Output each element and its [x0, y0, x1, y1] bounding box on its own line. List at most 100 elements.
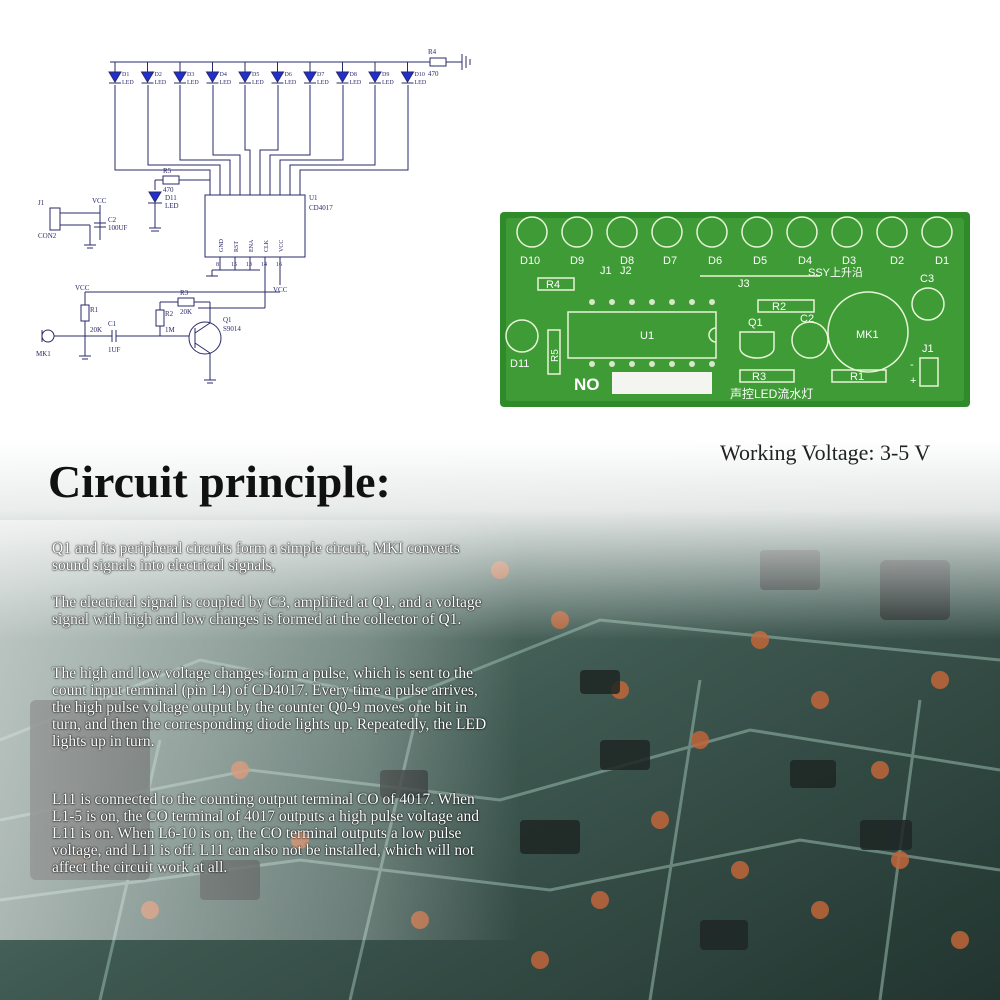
- pcb-r2: R2: [772, 301, 786, 313]
- pcb-d1: D1: [935, 255, 949, 267]
- paragraph-1: Q1 and its peripheral circuits form a si…: [52, 540, 460, 574]
- ic-pin-num-14: 14: [261, 262, 267, 268]
- svg-text:D10: D10: [415, 72, 425, 78]
- working-voltage: Working Voltage: 3-5 V: [720, 440, 931, 465]
- ic-pin-gnd: GND: [219, 238, 225, 252]
- pcb-led-pad-d7: [651, 216, 683, 248]
- j1-label: J1: [38, 199, 45, 207]
- pcb-c2: C2: [800, 313, 814, 325]
- vcc-label-power: VCC: [92, 197, 107, 205]
- pcb-mk1: MK1: [856, 329, 879, 341]
- svg-text:D8: D8: [350, 72, 357, 78]
- r1-label: R1: [90, 306, 99, 314]
- q1-label: Q1: [223, 316, 232, 324]
- pcb-no-label: NO: [574, 375, 600, 394]
- pcb-led-pad-d5: [741, 216, 773, 248]
- svg-text:LED: LED: [252, 80, 264, 86]
- ic-ref: U1: [309, 194, 318, 202]
- svg-text:D2: D2: [155, 72, 162, 78]
- r1-value: 20K: [90, 326, 102, 334]
- pcb-j3: J3: [738, 278, 750, 290]
- d11-label: D11: [165, 194, 177, 202]
- d11-type: LED: [165, 202, 179, 210]
- svg-text:LED: LED: [220, 80, 232, 86]
- ic-name: CD4017: [309, 204, 333, 212]
- r5-value: 470: [163, 186, 174, 194]
- svg-text:LED: LED: [350, 80, 362, 86]
- ic-pin-ena: ENA: [249, 239, 255, 252]
- pcb-d6: D6: [708, 255, 722, 267]
- ic-pin-num-8: 8: [216, 262, 219, 268]
- svg-text:LED: LED: [317, 80, 329, 86]
- vcc-label-amp: VCC: [75, 284, 90, 292]
- pcb-u1: U1: [640, 330, 654, 342]
- paragraph-3: The high and low voltage changes form a …: [52, 665, 487, 750]
- svg-text:D4: D4: [220, 72, 227, 78]
- pcb-led-pad-d2: [876, 216, 908, 248]
- pcb-r3: R3: [752, 371, 766, 383]
- r5-label: R5: [163, 167, 172, 175]
- pcb-d10: D10: [520, 255, 540, 267]
- pcb-q1: Q1: [748, 317, 763, 329]
- pcb-led-pad-d4: [786, 216, 818, 248]
- pcb-d11: D11: [510, 358, 529, 370]
- pcb-product-name: 声控LED流水灯: [730, 387, 813, 401]
- pcb-led-pad-d3: [831, 216, 863, 248]
- pcb-minus: -: [910, 359, 914, 371]
- svg-text:LED: LED: [415, 80, 427, 86]
- pcb-led-pad-d8: [606, 216, 638, 248]
- r3-value: 20K: [180, 308, 192, 316]
- svg-text:LED: LED: [285, 80, 297, 86]
- q1-value: S9014: [223, 325, 241, 333]
- con2-label: CON2: [38, 232, 57, 240]
- svg-text:LED: LED: [155, 80, 167, 86]
- pcb-d7: D7: [663, 255, 677, 267]
- text-area-overlay: [0, 520, 520, 940]
- pcb-board: D10 D9 D8 D7 D6 D5 D4 D3 D2 D1 J1 J2 J3 …: [500, 212, 970, 407]
- svg-text:LED: LED: [382, 80, 394, 86]
- ic-pin-rst: RST: [234, 241, 240, 252]
- r2-value: 1M: [165, 326, 176, 334]
- svg-text:D6: D6: [285, 72, 292, 78]
- pcb-led-pad-d10: [516, 216, 548, 248]
- ic-pin-clk: CLK: [264, 239, 270, 252]
- pcb-d4: D4: [798, 255, 812, 267]
- svg-text:D7: D7: [317, 72, 324, 78]
- vcc-label-ic: VCC: [273, 286, 288, 294]
- ic-pin-num-13: 13: [246, 262, 252, 268]
- svg-text:LED: LED: [122, 80, 134, 86]
- pcb-d5: D5: [753, 255, 767, 267]
- pcb-plus: +: [910, 375, 916, 387]
- pcb-brand: SSY上升沿: [808, 266, 863, 279]
- pcb-led-pad-d9: [561, 216, 593, 248]
- mk1-label: MK1: [36, 350, 51, 358]
- c1-value: 1UF: [108, 346, 121, 354]
- pcb-j1-power: J1: [922, 343, 934, 355]
- pcb-r1: R1: [850, 371, 864, 383]
- svg-text:D9: D9: [382, 72, 389, 78]
- svg-text:LED: LED: [187, 80, 199, 86]
- pcb-d8: D8: [620, 255, 634, 267]
- svg-text:D5: D5: [252, 72, 259, 78]
- pcb-j2: J2: [620, 265, 632, 277]
- pcb-c3: C3: [920, 273, 934, 285]
- pcb-led-pad-d1: [921, 216, 953, 248]
- c2-label: C2: [108, 216, 117, 224]
- svg-text:D1: D1: [122, 72, 129, 78]
- r2-label: R2: [165, 310, 174, 318]
- r4-label: R4: [428, 48, 437, 56]
- paragraph-4: L11 is connected to the counting output …: [52, 791, 480, 876]
- pcb-led-pad-d6: [696, 216, 728, 248]
- pcb-d2: D2: [890, 255, 904, 267]
- pcb-r5: R5: [550, 349, 561, 362]
- paragraph-2: The electrical signal is coupled by C3, …: [52, 594, 482, 628]
- pcb-r4: R4: [546, 279, 560, 291]
- c1-label: C1: [108, 320, 117, 328]
